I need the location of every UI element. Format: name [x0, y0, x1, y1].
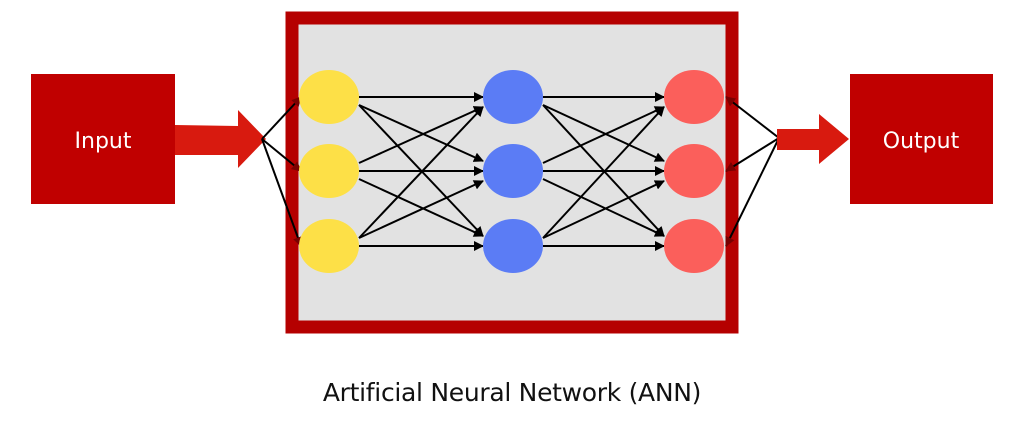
output-connection-1: [725, 96, 780, 139]
connections: [261, 92, 780, 251]
connection-l1-1-to-2: [358, 104, 484, 162]
connection-l1-2-to-1: [358, 106, 484, 164]
input-connection-1: [261, 96, 302, 140]
input-layer-node-3: [299, 219, 359, 273]
output-label: Output: [883, 129, 960, 154]
input-connection-2: [261, 138, 302, 172]
output-layer-node-2: [664, 144, 724, 198]
output-connection-2: [725, 137, 780, 172]
input-layer-node-1: [299, 70, 359, 124]
output-connection-3: [725, 137, 780, 247]
input-layer-node-2: [299, 144, 359, 198]
connection-l2-2-to-1: [542, 106, 665, 164]
connection-l2-1-to-2: [542, 104, 665, 162]
output-box: [850, 74, 993, 204]
hidden-layer-node-1: [483, 70, 543, 124]
diagram-caption: Artificial Neural Network (ANN): [322, 378, 702, 407]
input-label: Input: [75, 129, 132, 154]
connection-l1-3-to-1: [358, 106, 484, 239]
hidden-layer-node-2: [483, 144, 543, 198]
input-arrow: [175, 110, 266, 168]
nodes: [299, 70, 724, 273]
connection-l2-3-to-2: [542, 180, 665, 239]
hidden-layer-node-3: [483, 219, 543, 273]
input-connection-3: [261, 138, 303, 247]
connection-l1-2-to-3: [358, 178, 484, 237]
connection-l2-3-to-1: [542, 106, 665, 239]
input-box: [31, 74, 175, 204]
connection-l2-2-to-3: [542, 178, 665, 237]
output-layer-node-1: [664, 70, 724, 124]
output-layer-node-3: [664, 219, 724, 273]
connection-l1-3-to-2: [358, 180, 484, 239]
output-arrow: [777, 114, 849, 164]
